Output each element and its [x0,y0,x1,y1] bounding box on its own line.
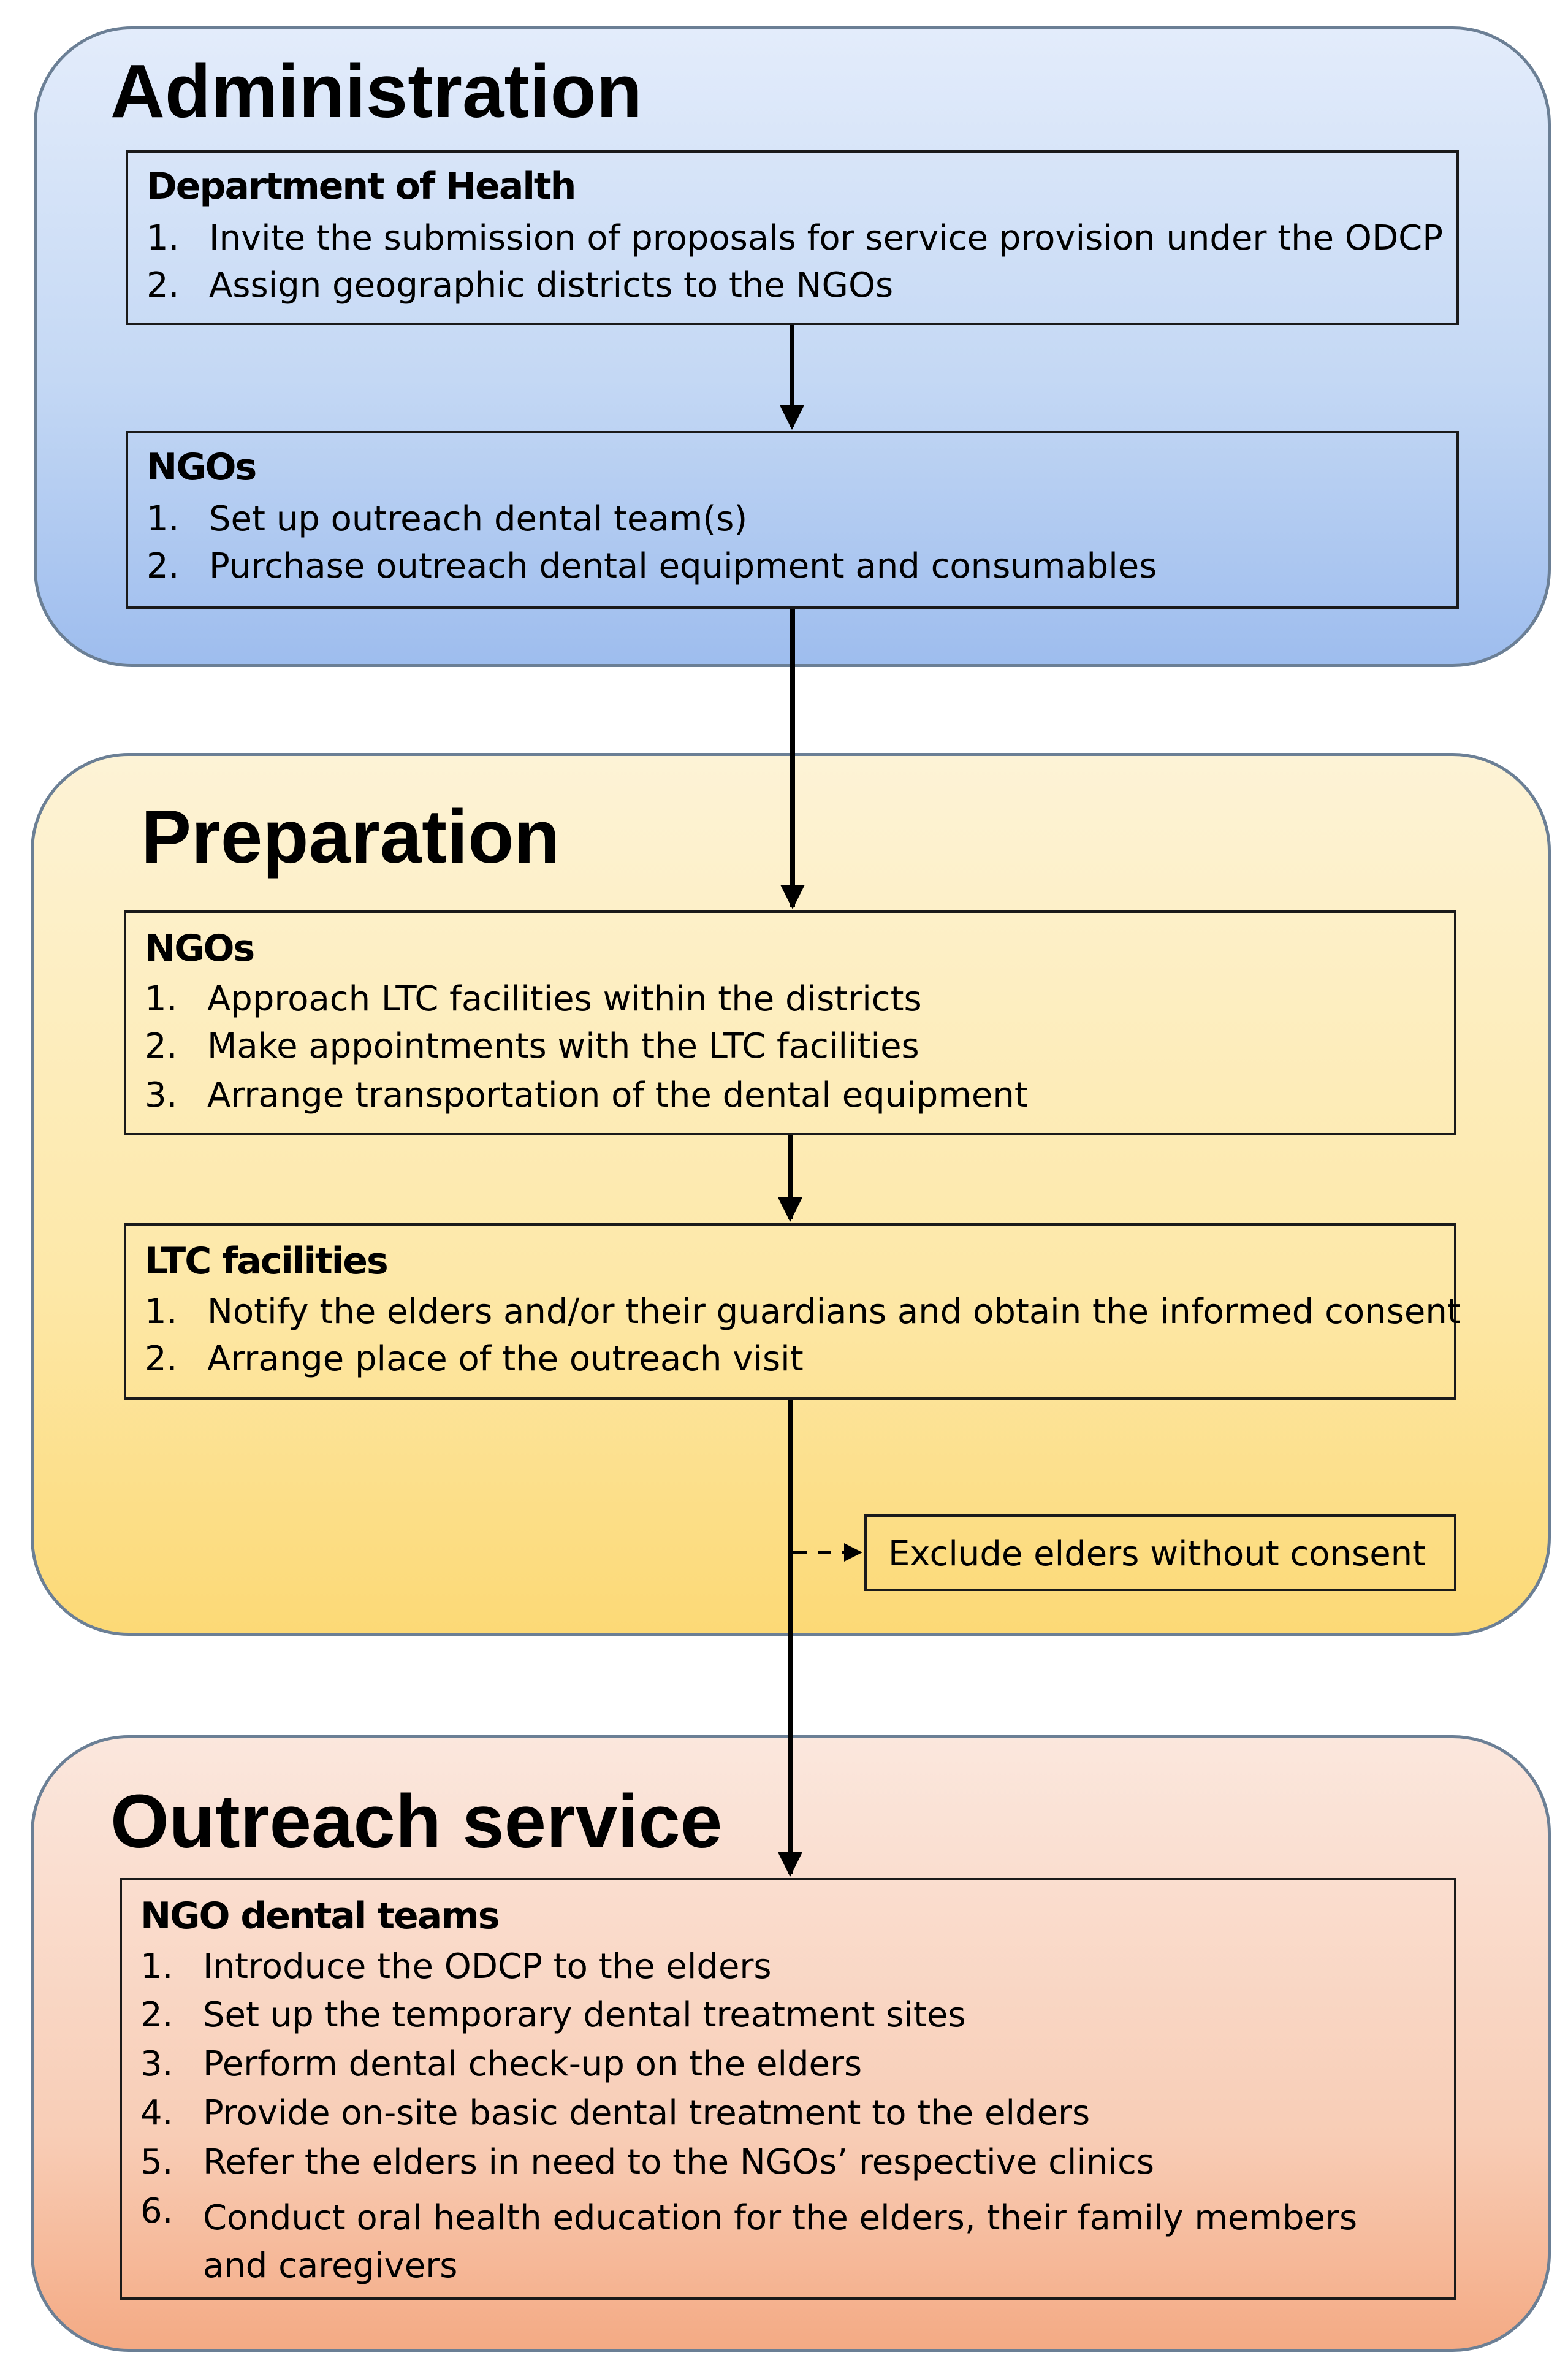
list-item: 2.Assign geographic districts to the NGO… [147,265,894,305]
preparation-phase [31,753,1551,1636]
ngo-dental-teams-box: NGO dental teams 1.Introduce the ODCP to… [120,1878,1456,2300]
list-item: 3.Arrange transportation of the dental e… [145,1075,1028,1115]
box-title: LTC facilities [145,1240,389,1283]
department-of-health-box: Department of Health 1.Invite the submis… [126,150,1459,325]
box-title: NGOs [147,446,257,489]
list-item: 1.Set up outreach dental team(s) [147,499,748,539]
preparation-title: Preparation [141,795,560,879]
list-item: 5.Refer the elders in need to the NGOs’ … [140,2142,1155,2182]
list-item: 2.Arrange place of the outreach visit [145,1339,804,1379]
box-title: NGOs [145,927,255,970]
box-title: Department of Health [147,165,576,208]
exclusion-box: Exclude elders without consent [864,1514,1456,1591]
outreach-title: Outreach service [110,1780,723,1864]
list-item: 4.Provide on-site basic dental treatment… [140,2093,1090,2133]
list-item: 1.Introduce the ODCP to the elders [140,1947,772,1987]
list-item: 1.Approach LTC facilities within the dis… [145,979,922,1019]
box-title: NGO dental teams [140,1895,500,1937]
list-item: 6.Conduct oral health education for the … [140,2191,1358,2286]
list-item: 1.Invite the submission of proposals for… [147,218,1443,258]
ngos-preparation-box: NGOs 1.Approach LTC facilities within th… [124,910,1456,1135]
list-item: 1.Notify the elders and/or their guardia… [145,1292,1461,1332]
administration-title: Administration [110,50,642,134]
ltc-facilities-box: LTC facilities 1.Notify the elders and/o… [124,1223,1461,1400]
list-item: 2.Make appointments with the LTC facilit… [145,1026,919,1066]
list-item: 2.Purchase outreach dental equipment and… [147,546,1157,586]
exclusion-label: Exclude elders without consent [888,1534,1426,1574]
list-item: 2.Set up the temporary dental treatment … [140,1995,966,2035]
ngos-admin-box: NGOs 1.Set up outreach dental team(s) 2.… [126,431,1459,609]
list-item: 3.Perform dental check-up on the elders [140,2044,862,2084]
